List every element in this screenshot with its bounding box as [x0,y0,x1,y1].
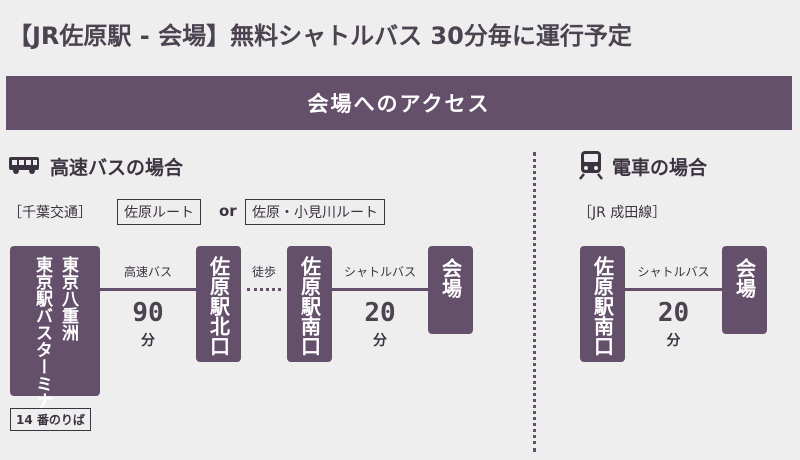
stop-sawara-north-label: 佐原駅北口 [206,256,231,356]
walk-label: 徒歩 [251,265,276,279]
stop-sawara-north: 佐原駅北口 [196,246,241,362]
stop-tokyo-busterminal: 東京駅バスターミナル [32,256,52,426]
train-section-title: 電車の場合 [612,157,708,179]
leg1-connector [100,288,196,291]
venue-box-bus: 会場 [428,246,473,334]
leg1-unit: 分 [141,333,155,349]
train-leg-connector [625,288,722,291]
leg1-minutes: 90 [132,298,164,328]
stop-sawara-south: 佐原駅南口 [287,246,332,362]
route-or: or [219,202,237,220]
train-leg-label: シャトルバス [637,265,710,279]
stop-tokyo-yaesu: 東京八重洲 [58,256,78,341]
bus-operator: ［千葉交通］ [8,205,92,221]
section-divider [533,152,536,452]
leg3-minutes: 20 [364,298,396,328]
train-leg-minutes: 20 [657,298,690,328]
route-sawara-omigawa: 佐原・小見川ルート [245,199,385,225]
train-icon [579,150,603,184]
stop-tokyo-station: 東京駅バスターミナル 東京八重洲 [10,246,100,426]
access-banner: 会場へのアクセス [6,76,792,130]
page-headline: 【JR佐原駅 - 会場】無料シャトルバス 30分毎に運行予定 [8,22,632,50]
train-stop-sawara-south: 佐原駅南口 [580,246,625,362]
leg3-label: シャトルバス [343,265,416,279]
train-stop-sawara-south-label: 佐原駅南口 [590,256,615,356]
train-line: ［JR 成田線］ [578,205,667,221]
platform-badge: 14 番のりば [10,408,91,431]
route-sawara: 佐原ルート [117,199,201,225]
bus-section-title: 高速バスの場合 [50,157,184,179]
bus-icon [8,155,40,179]
walk-connector [247,288,281,291]
leg3-connector [332,288,428,291]
venue-label-bus: 会場 [438,258,463,298]
leg1-label: 高速バス [123,265,172,279]
stop-sawara-south-label: 佐原駅南口 [297,256,322,356]
venue-label-train: 会場 [732,258,757,298]
train-leg-unit: 分 [666,333,681,349]
venue-box-train: 会場 [722,246,767,334]
leg3-unit: 分 [373,333,387,349]
